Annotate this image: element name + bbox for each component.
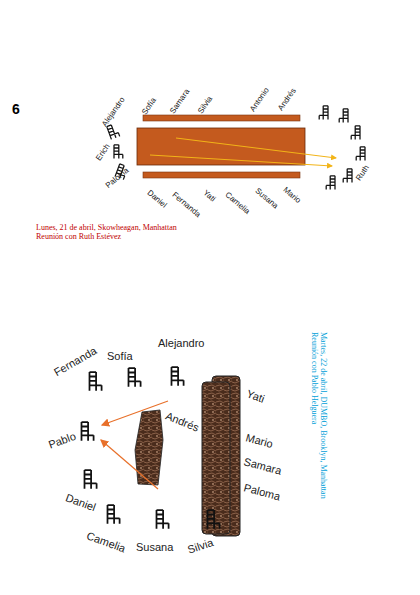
seat-name: Yati <box>245 388 266 405</box>
seat-name: Silvia <box>197 95 215 115</box>
seat-name: Susana <box>253 187 279 211</box>
seat-name: Sofía <box>141 96 158 116</box>
seat-name: Daniel <box>145 189 168 210</box>
seat-name: Andrés <box>164 410 200 433</box>
seat-name: Pablo <box>47 431 77 451</box>
page-number: 6 <box>12 102 20 116</box>
caption-line-vertical: Martes, 22 de abril, DUMBO, Brooklyn, Ma… <box>319 332 327 499</box>
seat-name: Ruth <box>355 164 371 182</box>
seat-name: Camelia <box>85 530 127 554</box>
seat-name: Mario <box>245 432 274 450</box>
seat-name: Andrés <box>277 87 298 112</box>
seat-name: Sofía <box>107 351 133 362</box>
seat-name: Silvia <box>186 537 214 556</box>
seat-name: Camelia <box>223 191 251 216</box>
seat-name: Susana <box>136 542 173 553</box>
caption-line-vertical: Reunión con Pablo Helguera <box>310 332 318 424</box>
seat-name: Samara <box>243 456 283 477</box>
seat-name: Alejandro <box>101 96 127 128</box>
seat-name: Antonio <box>249 86 271 113</box>
seat-name: Fernanda <box>52 345 98 378</box>
seat-name: Alejandro <box>158 338 204 349</box>
seat-name: Erich <box>95 143 112 163</box>
seat-name: Samara <box>169 88 192 116</box>
caption-line: Lunes, 21 de abril, Skowheagan, Manhatta… <box>36 224 177 232</box>
caption-line: Reunión con Ruth Estévez <box>36 233 121 241</box>
seat-name: Mario <box>281 186 301 205</box>
seat-name: Fernanda <box>170 191 201 219</box>
seat-name: Daniel <box>64 492 97 513</box>
seat-name: Yati <box>201 189 216 204</box>
seat-name: Paloma <box>104 167 130 191</box>
seat-name: Paloma <box>243 482 282 502</box>
